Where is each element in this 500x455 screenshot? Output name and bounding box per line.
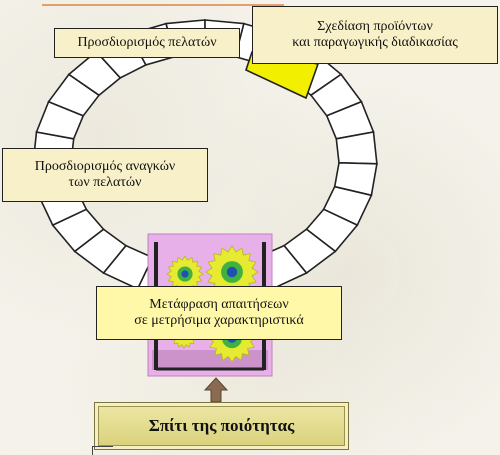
gear-icon	[166, 255, 204, 293]
label-product-design: Σχεδίαση προϊόντων και παραγωγικής διαδι…	[252, 6, 498, 64]
house-of-quality-label: Σπίτι της ποιότητας	[148, 416, 295, 435]
corner-fragment	[92, 446, 113, 455]
label-translation: Μετάφραση απαιτήσεων σε μετρήσιμα χαρακτ…	[96, 286, 342, 340]
label-customer-identification: Προσδιορισμός πελατών	[54, 28, 240, 58]
label-customer-needs: Προσδιορισμός αναγκών των πελατών	[2, 148, 208, 202]
gear-icon	[205, 245, 259, 299]
machine-base	[152, 350, 268, 370]
top-divider	[42, 0, 284, 6]
label-customer-needs-text: Προσδιορισμός αναγκών των πελατών	[34, 158, 176, 190]
up-arrow-icon	[203, 377, 229, 403]
label-translation-text: Μετάφραση απαιτήσεων σε μετρήσιμα χαρακτ…	[134, 296, 304, 328]
label-product-design-text: Σχεδίαση προϊόντων και παραγωγικής διαδι…	[292, 18, 458, 50]
label-customer-identification-text: Προσδιορισμός πελατών	[77, 34, 217, 50]
house-of-quality-box: Σπίτι της ποιότητας	[94, 402, 349, 450]
